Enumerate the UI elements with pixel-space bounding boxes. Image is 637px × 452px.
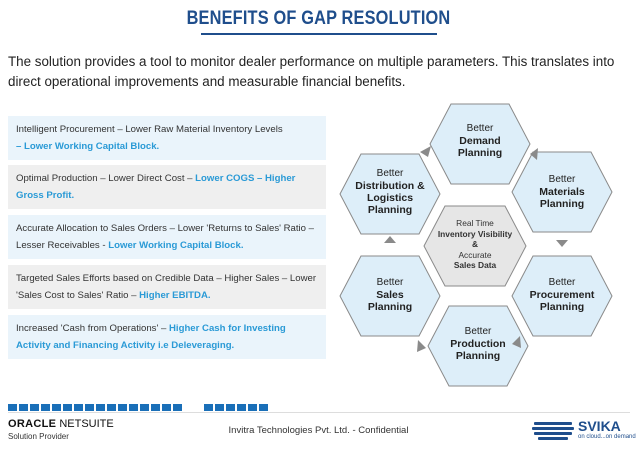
benefit-item: Optimal Production – Lower Direct Cost –… <box>8 165 326 209</box>
hub-line3: & <box>471 239 479 249</box>
svika-tagline: on cloud...on demand <box>578 434 636 440</box>
benefit-item: Increased 'Cash from Operations' – Highe… <box>8 315 326 359</box>
hex-production-planning <box>427 305 529 387</box>
benefit-highlight: Higher Cash for Investing Activity and F… <box>16 323 286 351</box>
benefit-highlight: – Lower Working Capital Block. <box>16 141 160 152</box>
page-title: BENEFITS OF GAP RESOLUTION <box>186 8 451 29</box>
intro-paragraph: The solution provides a tool to monitor … <box>8 54 615 89</box>
benefit-highlight: Lower Working Capital Block. <box>108 240 244 251</box>
benefit-text: Targeted Sales Efforts based on Credible… <box>16 273 317 301</box>
benefit-text: Increased 'Cash from Operations' – <box>16 323 167 334</box>
hub-line4: Accurate <box>458 249 492 260</box>
arrow-to-materials <box>530 148 538 160</box>
arrow-to-production <box>512 336 521 348</box>
hub-line5: Sales Data <box>453 260 497 270</box>
hex-label-line2: Sales Planning <box>367 289 413 313</box>
svika-globe-icon <box>532 422 574 440</box>
benefit-text: Intelligent Procurement – Lower Raw Mate… <box>16 124 283 135</box>
hex-label-line2: Production Planning <box>450 338 506 362</box>
oracle-brand: ORACLE <box>8 418 57 430</box>
hex-demand-planning <box>429 103 531 185</box>
arrow-to-distribution <box>384 236 396 243</box>
hex-label-line1: Better <box>376 168 404 179</box>
benefit-highlight: Lower COGS – Higher Gross Profit. <box>16 173 296 201</box>
confidential-notice: Invitra Technologies Pvt. Ltd. - Confide… <box>228 425 409 436</box>
hub-label: Real Time Inventory Visibility & Accurat… <box>430 218 520 271</box>
hex-label-line2: Demand Planning <box>457 135 503 159</box>
solution-provider-label: Solution Provider <box>8 432 69 441</box>
hex-label-line1: Better <box>548 174 576 185</box>
hex-label-line2: Materials Planning <box>539 186 585 210</box>
benefit-item: Intelligent Procurement – Lower Raw Mate… <box>8 116 326 160</box>
netsuite-brand: NETSUITE <box>59 418 114 430</box>
title-underline <box>201 33 437 35</box>
arrow-to-demand <box>420 146 431 157</box>
hex-label-line2: Distribution & Logistics Planning <box>355 180 425 216</box>
hex-label-line1: Better <box>464 326 492 337</box>
svika-brand: SVIKA <box>578 418 621 434</box>
hub-line1: Real Time <box>456 218 494 228</box>
oracle-netsuite-logo: ORACLE NETSUITE Solution Provider <box>8 418 114 441</box>
hub-line2: Inventory Visibility <box>437 228 513 239</box>
arrow-to-procurement <box>556 240 568 247</box>
hex-label-line1: Better <box>548 277 576 288</box>
benefit-item: Targeted Sales Efforts based on Credible… <box>8 265 326 309</box>
benefit-item: Accurate Allocation to Sales Orders – Lo… <box>8 215 326 259</box>
hex-label-line1: Better <box>466 123 494 134</box>
arrow-to-sales <box>417 340 426 352</box>
hex-center-hub <box>423 205 527 287</box>
hex-sales-planning <box>339 255 441 337</box>
hex-procurement-planning <box>511 255 613 337</box>
hex-distribution-planning <box>339 153 441 235</box>
hex-label-line1: Better <box>376 277 404 288</box>
hex-label-line2: Procurement Planning <box>529 289 595 313</box>
footer-divider <box>8 412 630 413</box>
benefit-text: Optimal Production – Lower Direct Cost – <box>16 173 193 184</box>
benefit-text: Accurate Allocation to Sales Orders – Lo… <box>16 223 315 251</box>
benefit-highlight: Higher EBITDA. <box>139 290 211 301</box>
